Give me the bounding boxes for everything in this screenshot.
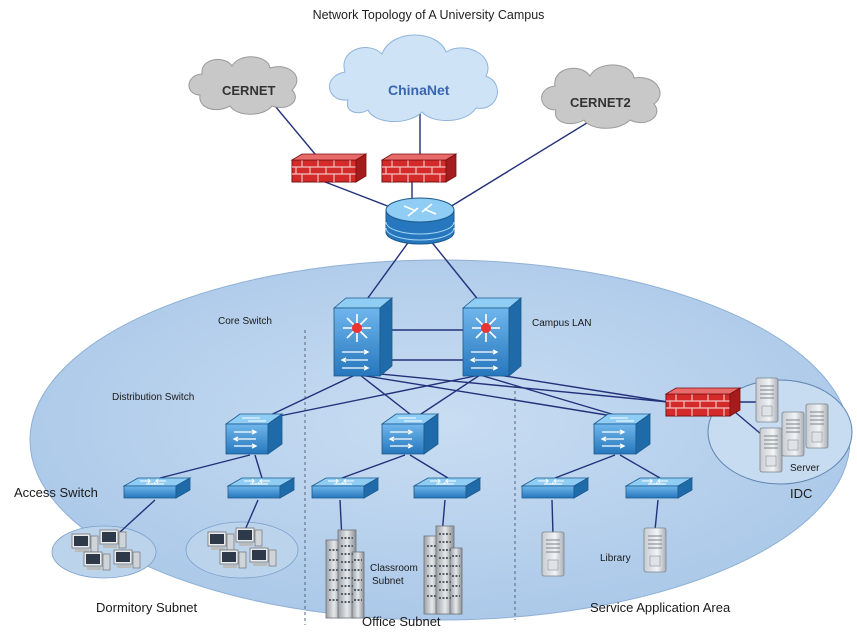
library-label: Library bbox=[600, 553, 631, 564]
classroom-subnet-label-1: Classroom bbox=[370, 563, 418, 574]
library-server-1 bbox=[541, 531, 565, 577]
dormitory-subnet-label: Dormitory Subnet bbox=[96, 600, 198, 615]
idc-server-2 bbox=[805, 403, 829, 449]
access-switch-3 bbox=[311, 477, 379, 499]
idc-server-1 bbox=[755, 377, 779, 423]
library-server-2 bbox=[643, 527, 667, 573]
page-title: Network Topology of A University Campus bbox=[312, 8, 545, 22]
router-icon bbox=[385, 197, 455, 245]
access-switch-2 bbox=[227, 477, 295, 499]
network-links bbox=[119, 99, 769, 541]
core-switch-label: Core Switch bbox=[218, 316, 272, 327]
distribution-switch-label: Distribution Switch bbox=[112, 392, 195, 403]
idc-server-3 bbox=[759, 427, 783, 473]
access-switch-1 bbox=[123, 477, 191, 499]
core-switch-2 bbox=[462, 297, 522, 377]
cloud-label-cernet: CERNET bbox=[222, 83, 276, 98]
office-subnet-label: Office Subnet bbox=[362, 614, 441, 629]
idc-label: IDC bbox=[790, 486, 813, 501]
distribution-switch-3 bbox=[593, 413, 651, 455]
core-switch-1 bbox=[333, 297, 393, 377]
cloud-cernet2 bbox=[541, 64, 661, 129]
campus-lan-label: Campus LAN bbox=[532, 318, 592, 329]
access-switch-label: Access Switch bbox=[14, 485, 98, 500]
cloud-chinanet bbox=[329, 34, 498, 123]
firewall-1 bbox=[291, 153, 367, 183]
cloud-cernet bbox=[188, 56, 298, 115]
firewall-2 bbox=[381, 153, 457, 183]
distribution-switch-1 bbox=[225, 413, 283, 455]
firewall-idc bbox=[665, 387, 741, 417]
access-switch-6 bbox=[625, 477, 693, 499]
server-label: Server bbox=[790, 463, 820, 474]
access-switch-5 bbox=[521, 477, 589, 499]
distribution-switch-2 bbox=[381, 413, 439, 455]
service-application-area-label: Service Application Area bbox=[590, 600, 731, 615]
idc-server-4 bbox=[781, 411, 805, 457]
cloud-label-cernet2: CERNET2 bbox=[570, 95, 631, 110]
cloud-label-chinanet: ChinaNet bbox=[388, 82, 450, 98]
access-switch-4 bbox=[413, 477, 481, 499]
classroom-subnet-label-2: Subnet bbox=[372, 576, 404, 587]
